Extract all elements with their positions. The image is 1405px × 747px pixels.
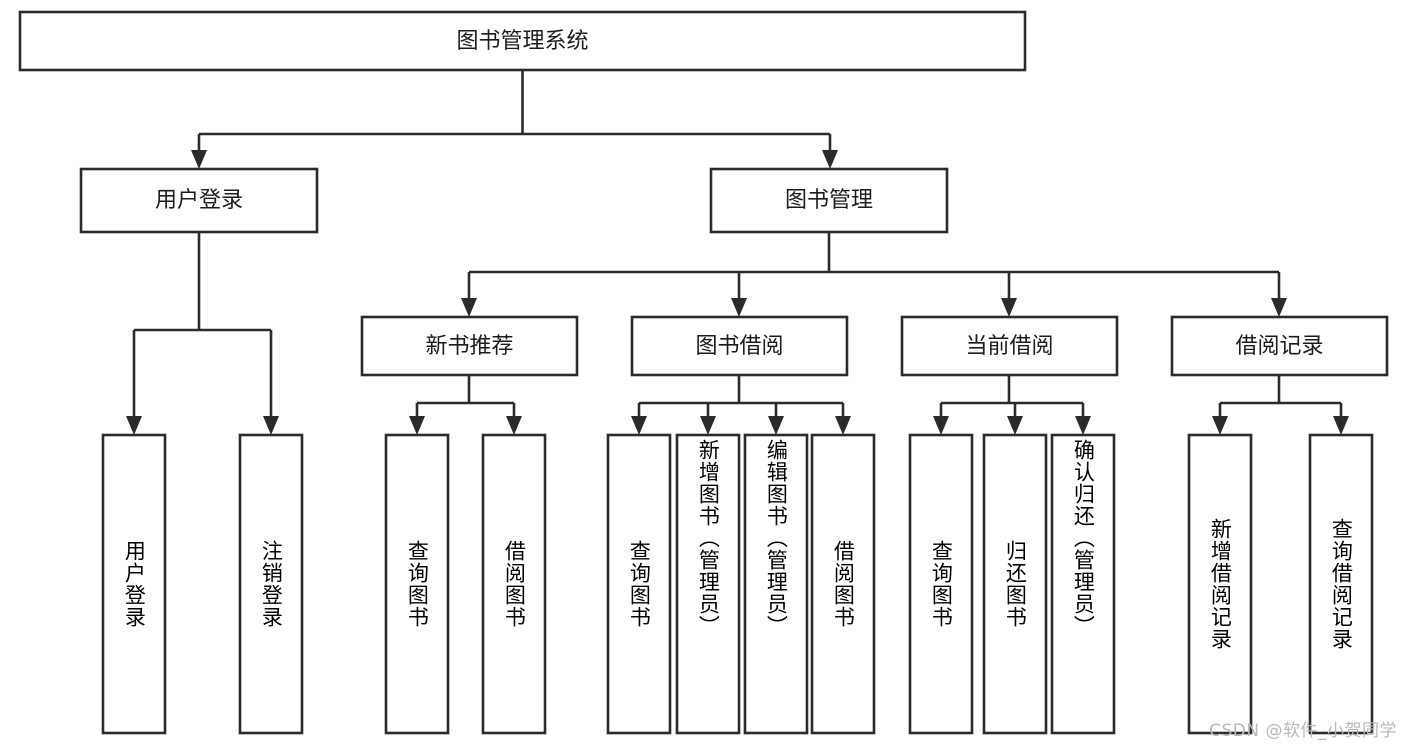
node-new-book-rec-label: 新书推荐	[425, 334, 513, 359]
leaf-borrow-book-rec-label-fo: 借阅图书	[502, 540, 527, 628]
arrow-to-leaf-add-book	[700, 416, 716, 435]
leaf-query-book-rec-box[interactable]	[384, 433, 450, 735]
leaf-user-logout-label-fo: 注销登录	[259, 540, 284, 628]
leaf-edit-book-label-fo: 编辑图书（管理员）	[764, 439, 789, 637]
arrow-to-leaf-query-book-bor	[631, 416, 647, 435]
leaf-add-record-label-fo: 新增借阅记录	[1208, 518, 1233, 650]
leaf-borrow-book-rec-box[interactable]	[481, 433, 547, 735]
leaf-user-logout-label: 注销登录	[259, 540, 284, 628]
leaf-add-book-label-fo: 新增图书（管理员）	[696, 439, 721, 637]
arrow-to-leaf-borrow-book-bor	[835, 416, 851, 435]
arrow-to-leaf-edit-book	[768, 416, 784, 435]
leaf-user-login-label-fo: 用户登录	[122, 540, 147, 628]
leaf-add-record-box[interactable]	[1187, 433, 1253, 735]
leaf-query-book-rec-label-fo: 查询图书	[405, 540, 430, 628]
arrow-to-leaf-query-book-cur	[933, 416, 949, 435]
leaf-add-record-label: 新增借阅记录	[1208, 518, 1233, 650]
leaf-query-book-cur-label: 查询图书	[929, 540, 954, 628]
edge-layer	[126, 70, 1349, 435]
leaf-query-book-rec-label: 查询图书	[405, 540, 430, 628]
node-current-borrow[interactable]: 当前借阅	[900, 315, 1119, 377]
leaf-labels: 用户登录 注销登录 查询图书 借阅图书 查询图书	[122, 439, 1354, 650]
leaf-query-book-bor-label-fo: 查询图书	[627, 540, 652, 628]
leaf-confirm-return-label: 确认归还（管理员）	[1071, 439, 1096, 637]
leaf-edit-book-label: 编辑图书（管理员）	[764, 439, 789, 637]
node-current-borrow-box[interactable]	[900, 315, 1119, 377]
leaf-borrow-book-bor-label: 借阅图书	[831, 540, 856, 628]
arrow-to-leaf-query-record	[1333, 416, 1349, 435]
arrow-to-book-borrow	[731, 298, 747, 317]
leaf-return-book-label: 归还图书	[1003, 540, 1028, 628]
node-new-book-rec[interactable]: 新书推荐	[360, 315, 579, 377]
node-book-borrow-label: 图书借阅	[695, 334, 783, 359]
arrow-to-borrow-record	[1271, 298, 1287, 317]
node-root-label: 图书管理系统	[456, 29, 588, 54]
leaf-user-logout-box[interactable]	[238, 433, 304, 735]
leaf-edit-book-box[interactable]	[743, 433, 809, 735]
leaf-query-record-box[interactable]	[1308, 433, 1374, 735]
leaf-boxes	[101, 433, 1374, 735]
leaf-borrow-book-bor-box[interactable]	[810, 433, 876, 735]
node-user-login-label: 用户登录	[155, 188, 243, 213]
leaf-return-book-label-fo: 归还图书	[1003, 540, 1028, 628]
node-book-manage-box[interactable]	[709, 167, 949, 234]
leaf-confirm-return-box[interactable]	[1050, 433, 1116, 735]
arrow-to-leaf-add-record	[1212, 416, 1228, 435]
leaf-return-book-box[interactable]	[982, 433, 1048, 735]
node-user-login-box[interactable]	[79, 167, 319, 234]
node-new-book-rec-box[interactable]	[360, 315, 579, 377]
node-book-manage-label: 图书管理	[785, 188, 873, 213]
leaf-query-book-bor-box[interactable]	[606, 433, 672, 735]
arrow-to-leaf-user-logout	[263, 416, 279, 435]
node-book-borrow-box[interactable]	[630, 315, 849, 377]
leaf-query-record-label: 查询借阅记录	[1329, 518, 1354, 650]
leaf-borrow-book-rec-label: 借阅图书	[502, 540, 527, 628]
leaf-confirm-return-label-fo: 确认归还（管理员）	[1071, 439, 1096, 637]
node-root[interactable]: 图书管理系统	[18, 10, 1027, 72]
node-borrow-record[interactable]: 借阅记录	[1170, 315, 1389, 377]
arrow-to-leaf-confirm-return	[1075, 416, 1091, 435]
node-current-borrow-label: 当前借阅	[965, 334, 1053, 359]
node-book-borrow[interactable]: 图书借阅	[630, 315, 849, 377]
arrow-to-leaf-return-book	[1007, 416, 1023, 435]
arrow-root-to-user-login	[191, 150, 207, 169]
arrow-to-leaf-user-login	[126, 416, 142, 435]
leaf-borrow-book-bor-label-fo: 借阅图书	[831, 540, 856, 628]
arrow-to-new-book-rec	[461, 298, 477, 317]
arrow-to-leaf-borrow-book-rec	[506, 416, 522, 435]
node-borrow-record-label: 借阅记录	[1235, 334, 1323, 359]
leaf-add-book-label: 新增图书（管理员）	[696, 439, 721, 637]
node-user-login[interactable]: 用户登录	[79, 167, 319, 234]
node-layer: 图书管理系统 用户登录 图书管理 新书推荐 图书借阅 当前借阅 借阅记录	[18, 10, 1389, 735]
node-book-manage[interactable]: 图书管理	[709, 167, 949, 234]
leaf-query-book-cur-box[interactable]	[908, 433, 974, 735]
node-root-box[interactable]	[18, 10, 1027, 72]
leaf-user-login-label: 用户登录	[122, 540, 147, 628]
node-borrow-record-box[interactable]	[1170, 315, 1389, 377]
arrow-root-to-book-manage	[822, 150, 838, 169]
arrow-to-leaf-query-book-rec	[409, 416, 425, 435]
leaf-query-record-label-fo: 查询借阅记录	[1329, 518, 1354, 650]
arrow-to-current-borrow	[1001, 298, 1017, 317]
leaf-add-book-box[interactable]	[675, 433, 741, 735]
leaf-query-book-bor-label: 查询图书	[627, 540, 652, 628]
leaf-user-login-box[interactable]	[101, 433, 167, 735]
leaf-query-book-cur-label-fo: 查询图书	[929, 540, 954, 628]
